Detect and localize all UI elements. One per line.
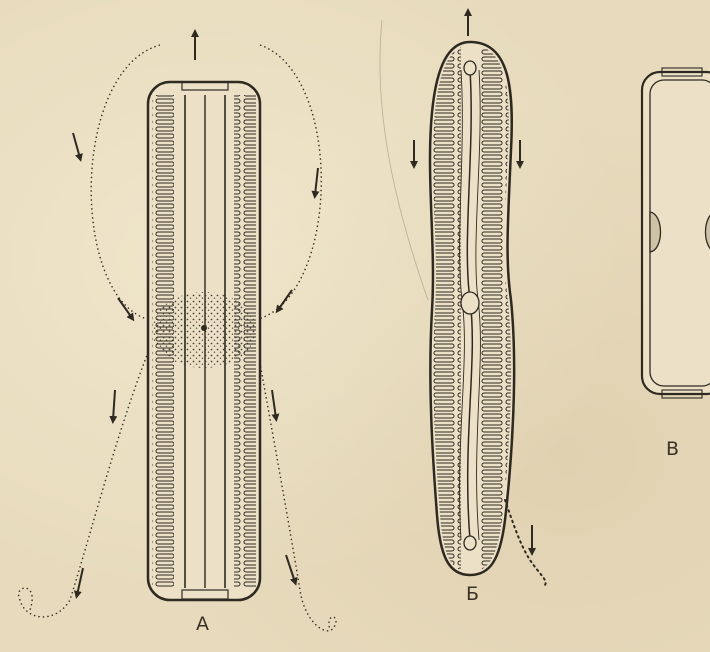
polar-nodule-bottom-b — [464, 536, 476, 550]
stray-line — [380, 20, 428, 300]
arrow-right-3-a — [272, 390, 276, 418]
flow-trail-b — [505, 500, 546, 585]
arrow-left-2-a — [118, 298, 132, 318]
central-nodule-a — [201, 325, 207, 331]
panel-label-a: А — [196, 613, 209, 635]
arrow-right-4-a — [286, 555, 295, 582]
arrow-left-1-a — [73, 133, 80, 158]
panel-label-c: В — [666, 438, 679, 460]
flow-trail-left-a — [19, 335, 155, 617]
arrow-right-2-a — [278, 290, 292, 310]
arrow-left-4-a — [77, 568, 83, 595]
polar-nodule-top-b — [464, 61, 476, 75]
flow-trail-right-a — [255, 335, 336, 631]
arrow-left-3-a — [113, 390, 115, 420]
panel-label-b: Б — [466, 583, 479, 605]
central-nodule-b — [461, 292, 479, 314]
panel-b: Б — [414, 12, 546, 605]
panel-c: В — [642, 68, 710, 460]
arrow-right-1-a — [315, 168, 318, 195]
panel-a: А — [19, 33, 336, 635]
